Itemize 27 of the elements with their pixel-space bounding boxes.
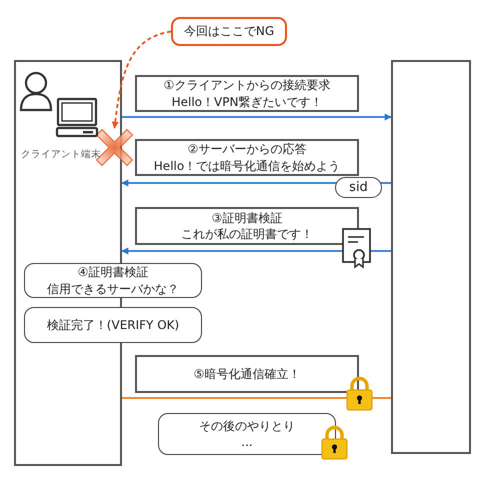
edge-label: sid [335, 177, 382, 198]
message-box [135, 207, 359, 245]
message-text: ③証明書検証 [212, 210, 282, 226]
message-arrow [122, 114, 392, 120]
note-box [24, 263, 202, 298]
message-text: 検証完了！(VERIFY OK) [46, 316, 180, 334]
lane-box [391, 60, 471, 454]
message-box [135, 355, 359, 393]
message-text: ④証明書検証 [78, 264, 148, 280]
message-text: Hello！では暗号化通信を始めよう [154, 158, 340, 174]
message-text: ①クライアントからの接続要求 [164, 77, 330, 94]
message-text: Hello！VPN繋ぎたいです！ [172, 94, 322, 110]
note-box [24, 307, 202, 343]
message-arrow [121, 248, 391, 254]
message-text: その後のやりとり [199, 418, 295, 434]
message-text: 信用できるサーバかな？ [47, 280, 179, 297]
message-text: ②サーバーからの応答 [188, 141, 306, 158]
callout-text: 今回はここでNG [184, 23, 274, 40]
message-text: ... [241, 434, 253, 450]
message-box [135, 75, 359, 112]
callout-bubble [171, 17, 287, 46]
note-box [158, 413, 336, 455]
message-box [135, 139, 359, 176]
leader-arrow [112, 30, 172, 129]
message-text: これが私の証明書です！ [181, 226, 313, 242]
message-text: ⑤暗号化通信確立！ [194, 366, 300, 382]
lane-label: クライアント端末 [21, 149, 101, 162]
